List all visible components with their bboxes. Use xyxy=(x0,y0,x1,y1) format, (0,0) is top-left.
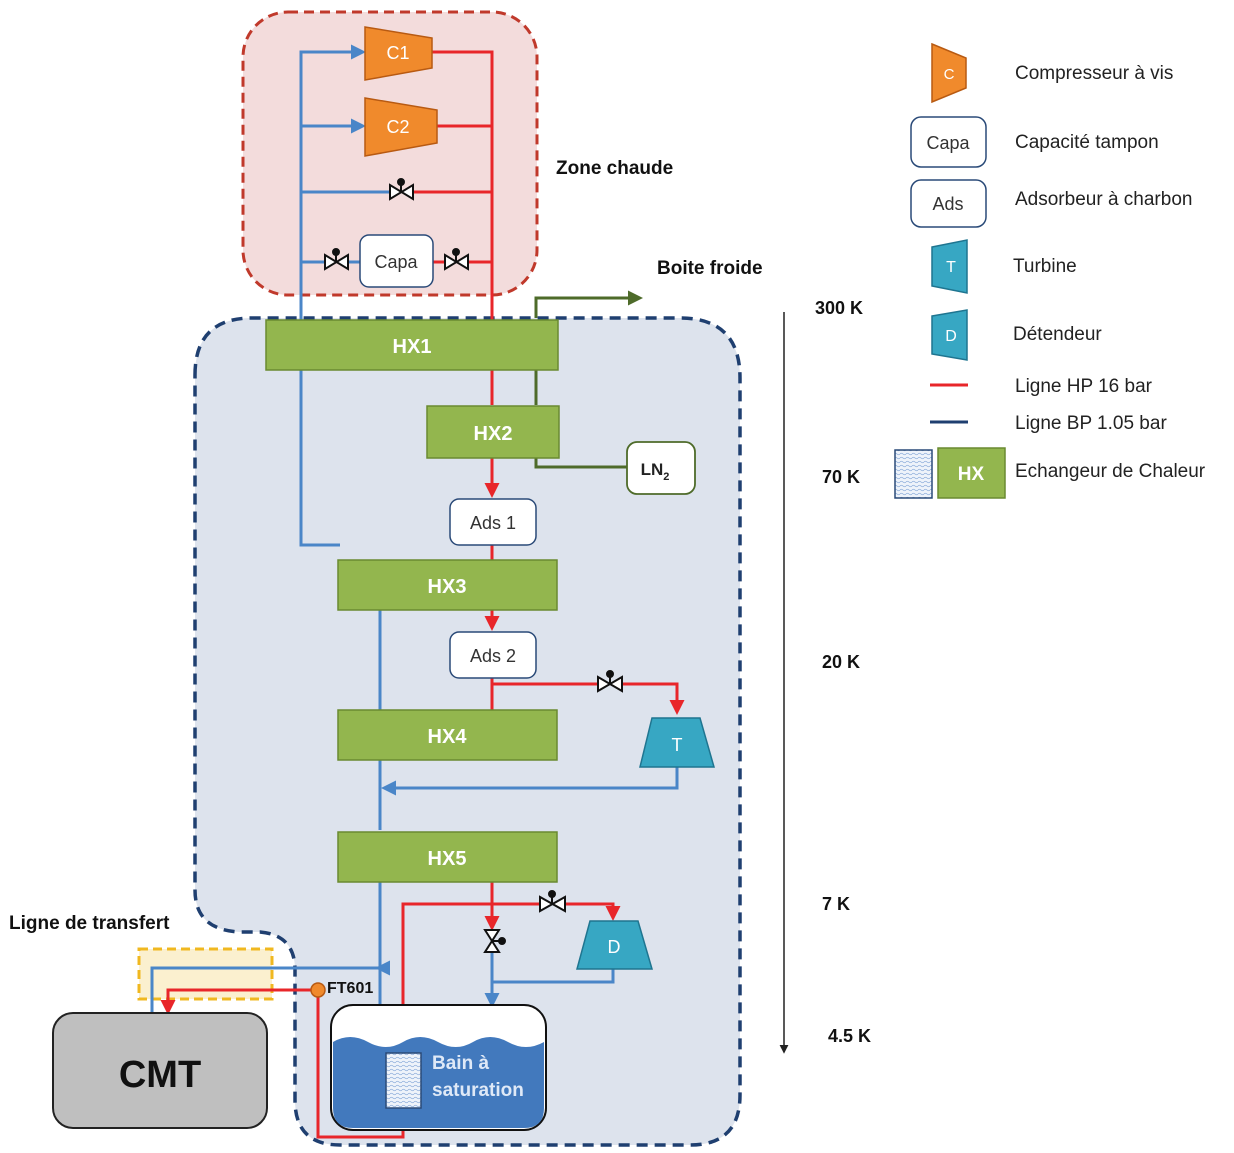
cmt-box[interactable]: CMT xyxy=(52,1012,268,1129)
hx2-label: HX2 xyxy=(474,423,513,445)
valve-icon[interactable] xyxy=(597,670,623,693)
hot-zone-label: Zone chaude xyxy=(556,158,673,179)
turbine-label: T xyxy=(672,735,683,755)
hx3-label: HX3 xyxy=(428,576,467,598)
saturation-bath[interactable]: Bain à saturation xyxy=(330,1004,547,1131)
hot-zone-box xyxy=(241,10,539,297)
bath-label-line2: saturation xyxy=(432,1080,524,1101)
legend-expander-symbol: D xyxy=(945,328,957,345)
temp-label-300k: 300 K xyxy=(815,298,863,318)
legend-compressor: C Compresseur à vis xyxy=(931,42,1173,104)
valve-icon[interactable] xyxy=(483,929,506,953)
expander[interactable]: D xyxy=(576,920,653,970)
legend: C Compresseur à vis Capa Capacité tampon… xyxy=(894,42,1206,499)
legend-turbine-symbol: T xyxy=(946,259,956,276)
capa-buffer[interactable]: Capa xyxy=(359,234,434,288)
legend-ads-label: Adsorbeur à charbon xyxy=(1015,189,1192,210)
hx1-label: HX1 xyxy=(393,336,432,358)
bath-label-line1: Bain à xyxy=(432,1053,489,1074)
ads1-label: Ads 1 xyxy=(470,513,516,533)
hx3[interactable]: HX3 xyxy=(337,559,558,611)
legend-hp-label: Ligne HP 16 bar xyxy=(1015,376,1153,397)
cmt-label: CMT xyxy=(119,1054,201,1096)
ads2-label: Ads 2 xyxy=(470,646,516,666)
valves xyxy=(324,178,623,953)
expander-label: D xyxy=(608,937,621,957)
compressor-c1[interactable]: C1 xyxy=(364,26,433,81)
hx1[interactable]: HX1 xyxy=(265,319,559,371)
bath-exchanger xyxy=(385,1052,422,1109)
legend-bp-label: Ligne BP 1.05 bar xyxy=(1015,413,1167,434)
hx-icon xyxy=(937,447,1006,499)
c1-label: C1 xyxy=(386,43,409,63)
legend-expander: D Détendeur xyxy=(931,309,1102,361)
temp-label-7k: 7 K xyxy=(822,894,850,914)
expander-icon xyxy=(931,309,968,361)
ads-icon xyxy=(910,179,987,228)
compressor-icon xyxy=(931,42,967,104)
ln2-line xyxy=(534,290,643,469)
temp-label-4-5k: 4.5 K xyxy=(828,1026,871,1046)
legend-ads: Ads Adsorbeur à charbon xyxy=(910,179,1192,228)
legend-bp-line: Ligne BP 1.05 bar xyxy=(930,413,1167,434)
legend-capa: Capa Capacité tampon xyxy=(910,116,1159,168)
turbine-icon xyxy=(931,239,968,294)
ft601-label: FT601 xyxy=(327,980,373,997)
cold-box-label: Boite froide xyxy=(657,258,763,279)
legend-capa-label: Capacité tampon xyxy=(1015,132,1159,153)
hx4[interactable]: HX4 xyxy=(337,709,558,761)
temp-label-20k: 20 K xyxy=(822,652,860,672)
c2-label: C2 xyxy=(386,117,409,137)
legend-compressor-label: Compresseur à vis xyxy=(1015,63,1173,84)
hx2[interactable]: HX2 xyxy=(426,405,560,459)
legend-expander-label: Détendeur xyxy=(1013,324,1102,345)
bp-lines xyxy=(150,44,679,1012)
hx5-label: HX5 xyxy=(428,848,467,870)
hx4-label: HX4 xyxy=(428,726,468,748)
compressor-c2[interactable]: C2 xyxy=(364,97,438,157)
transfer-line-label: Ligne de transfert xyxy=(9,913,170,934)
legend-turbine-label: Turbine xyxy=(1013,256,1077,277)
ads1[interactable]: Ads 1 xyxy=(449,498,537,546)
turbine[interactable]: T xyxy=(639,717,715,768)
legend-hx-symbol: HX xyxy=(958,464,985,485)
valve-icon[interactable] xyxy=(539,890,566,913)
ln2-label: LN2 xyxy=(641,460,670,483)
legend-turbine: T Turbine xyxy=(931,239,1077,294)
legend-compressor-symbol: C xyxy=(944,66,955,83)
hx5[interactable]: HX5 xyxy=(337,831,558,883)
valve-icon[interactable] xyxy=(324,248,349,271)
ft601-sensor[interactable]: FT601 xyxy=(310,980,373,998)
legend-hx-label: Echangeur de Chaleur xyxy=(1015,461,1206,482)
ln2-box[interactable]: LN2 xyxy=(626,441,696,495)
legend-ads-symbol: Ads xyxy=(932,194,963,214)
hx-plate-icon xyxy=(894,449,933,499)
legend-capa-symbol: Capa xyxy=(926,133,970,153)
valve-icon[interactable] xyxy=(444,248,469,271)
valve-icon[interactable] xyxy=(389,178,414,201)
temp-label-70k: 70 K xyxy=(822,467,860,487)
capa-label: Capa xyxy=(374,252,418,272)
capa-icon xyxy=(910,116,987,168)
legend-hp-line: Ligne HP 16 bar xyxy=(930,376,1153,397)
legend-hx: HX Echangeur de Chaleur xyxy=(894,447,1206,499)
ads2[interactable]: Ads 2 xyxy=(449,631,537,679)
